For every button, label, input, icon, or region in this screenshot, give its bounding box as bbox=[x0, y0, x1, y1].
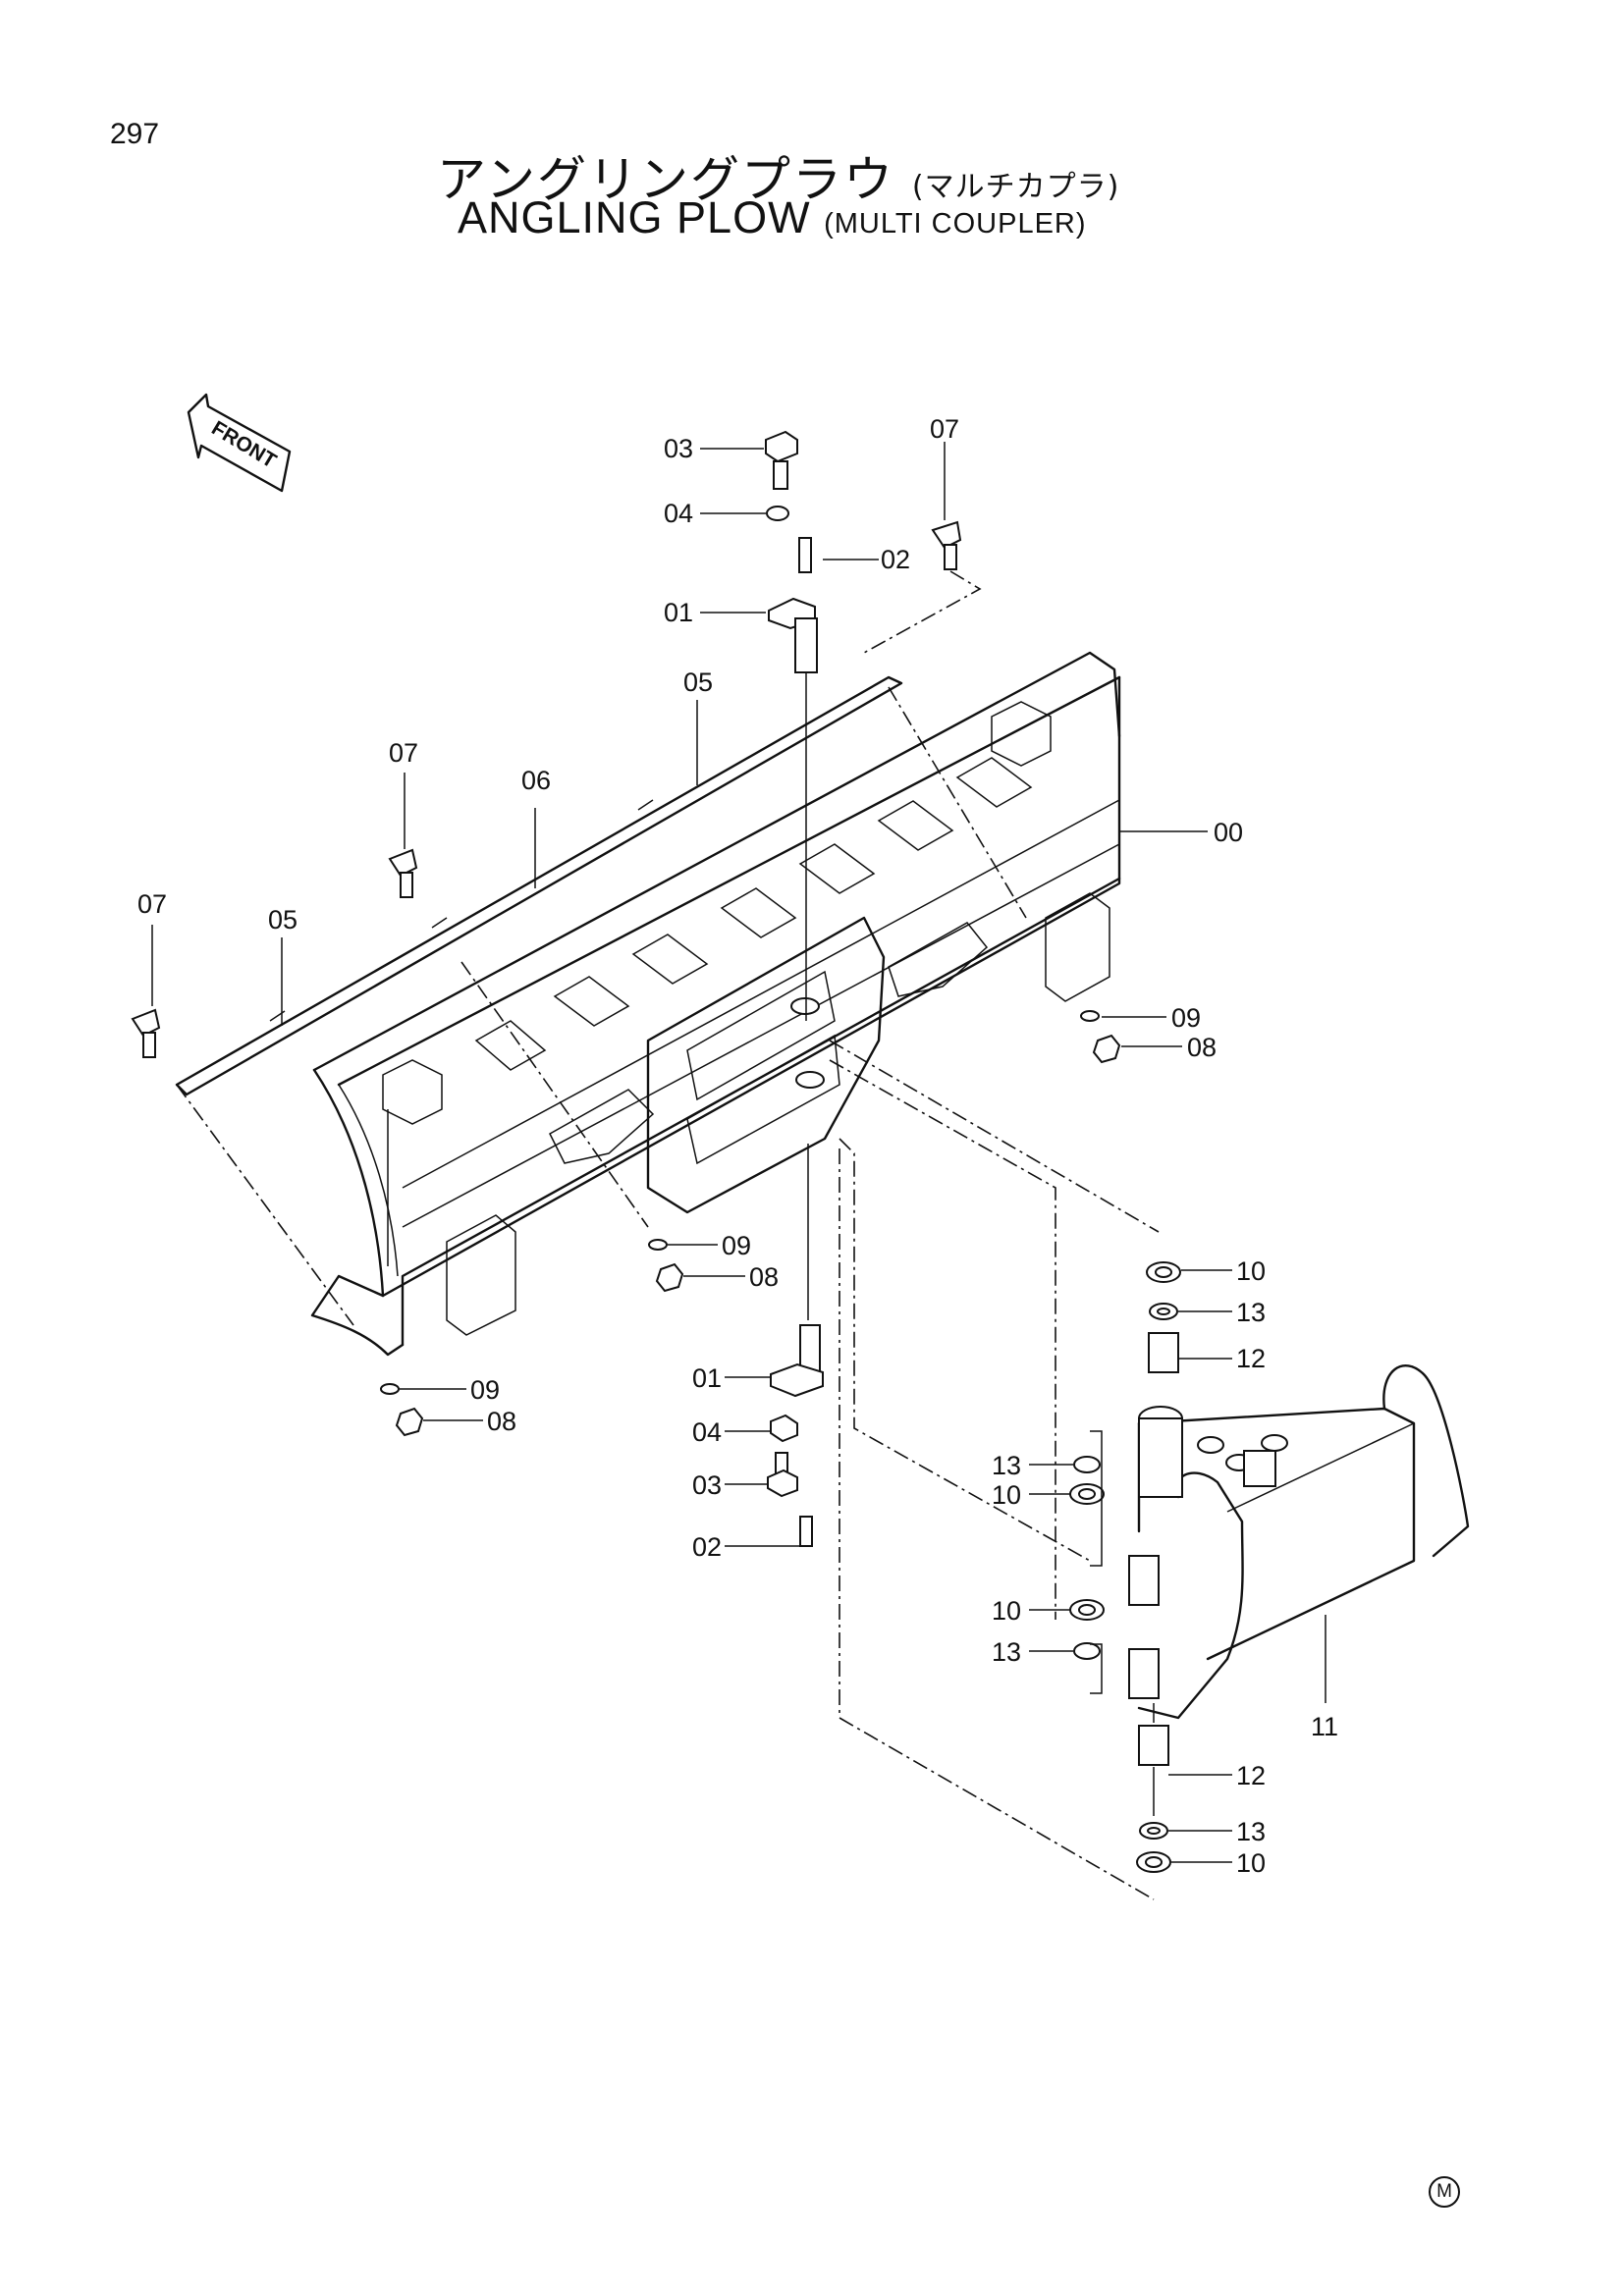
page-number: 297 bbox=[110, 118, 160, 150]
title-english-main: ANGLING PLOW bbox=[458, 192, 811, 242]
callout-11: 11 bbox=[1311, 1712, 1338, 1741]
callout-05-left: 05 bbox=[268, 905, 298, 934]
callout-02-top: 02 bbox=[881, 545, 910, 574]
callout-03-top: 03 bbox=[664, 434, 693, 463]
callout-02-bot: 02 bbox=[692, 1532, 722, 1562]
callout-12-a: 12 bbox=[1236, 1344, 1266, 1373]
callout-09-left: 09 bbox=[470, 1375, 500, 1405]
title-japanese-sub: (マルチカプラ) bbox=[911, 170, 1120, 204]
bottom-pin-group bbox=[767, 1144, 824, 1547]
title-japanese: アングリングプラウ (マルチカプラ) bbox=[437, 140, 1119, 211]
callout-00: 00 bbox=[1214, 818, 1243, 847]
callout-04-bot: 04 bbox=[692, 1417, 722, 1447]
callout-08-right: 08 bbox=[1187, 1033, 1217, 1062]
callout-05-right: 05 bbox=[683, 667, 713, 697]
callout-12-b: 12 bbox=[1236, 1761, 1266, 1790]
callout-01-bot: 01 bbox=[692, 1363, 722, 1393]
top-pin-group bbox=[765, 430, 818, 1021]
callout-13-d: 13 bbox=[1236, 1817, 1266, 1846]
assembly-centerlines bbox=[176, 686, 1160, 1900]
callout-13-b: 13 bbox=[992, 1451, 1021, 1480]
callout-labels: 03 04 02 01 07 05 07 06 07 05 00 09 08 0… bbox=[137, 414, 1338, 1878]
callout-13-c: 13 bbox=[992, 1637, 1021, 1667]
leader-lines bbox=[151, 442, 1326, 1863]
blade-ribs bbox=[474, 757, 1033, 1071]
callout-03-bot: 03 bbox=[692, 1470, 722, 1500]
callout-13-a: 13 bbox=[1236, 1298, 1266, 1327]
front-arrow-icon: FRONT bbox=[187, 393, 292, 493]
callout-10-c: 10 bbox=[992, 1596, 1021, 1626]
callout-08-mid: 08 bbox=[749, 1262, 779, 1292]
blade-assembly bbox=[175, 651, 1121, 1357]
title-english-sub: (MULTI COUPLER) bbox=[824, 208, 1087, 240]
callout-10-a: 10 bbox=[1236, 1256, 1266, 1286]
callout-09-mid: 09 bbox=[722, 1231, 751, 1260]
callout-07-right: 07 bbox=[930, 414, 959, 444]
bushing-washer-stack bbox=[1069, 1261, 1181, 1873]
circled-m-mark: M bbox=[1429, 2176, 1460, 2208]
coupler-frame bbox=[1128, 1363, 1470, 1723]
bolt-07-group bbox=[131, 520, 982, 1058]
callout-10-b: 10 bbox=[992, 1480, 1021, 1510]
callout-01-top: 01 bbox=[664, 598, 693, 627]
callout-06: 06 bbox=[521, 766, 551, 795]
nut-washer-group bbox=[380, 1010, 1121, 1437]
title-japanese-main: アングリングプラウ bbox=[437, 151, 894, 208]
title-english: ANGLING PLOW (MULTI COUPLER) bbox=[458, 192, 1087, 243]
callout-08-left: 08 bbox=[487, 1407, 516, 1436]
callout-07-left: 07 bbox=[137, 889, 167, 919]
callout-07-mid: 07 bbox=[389, 738, 418, 768]
callout-10-d: 10 bbox=[1236, 1848, 1266, 1878]
callout-04-top: 04 bbox=[664, 499, 693, 528]
callout-09-right: 09 bbox=[1171, 1003, 1201, 1033]
